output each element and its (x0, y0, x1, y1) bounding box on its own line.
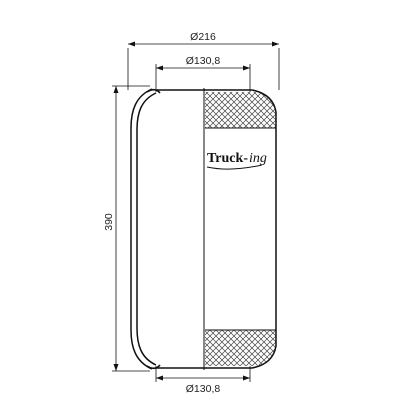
logo-swoosh (206, 164, 263, 170)
logo-text: Truck-ing (207, 151, 267, 166)
top-plate-diameter-dimension: Ø130,8 (155, 55, 251, 92)
arrowhead-left (156, 65, 163, 71)
bottom-plate-diameter-dimension: Ø130,8 (155, 366, 251, 395)
logo-main: Truck (207, 151, 244, 166)
truck-ing-logo: Truck-ing (206, 151, 267, 170)
arrowhead-top (113, 86, 119, 93)
arrowhead-right (272, 41, 279, 47)
logo-hyphen: - (243, 151, 248, 166)
top-knurl-band (205, 92, 276, 128)
top-plate-diameter-label: Ø130,8 (186, 55, 221, 67)
arrowhead-bottom (113, 364, 119, 371)
arrowhead-left (128, 41, 135, 47)
height-dimension: 390 (103, 85, 150, 372)
arrowhead-right (243, 65, 250, 71)
overall-diameter-label: Ø216 (190, 31, 216, 43)
arrowhead-left (156, 375, 163, 381)
bottom-knurl-band (205, 330, 276, 366)
logo-suffix: ing (249, 151, 267, 166)
outer-contour-right (251, 89, 277, 369)
outer-wall-line (130, 88, 153, 370)
inner-wall-line (136, 92, 157, 366)
arrowhead-right (243, 375, 250, 381)
bellows-exterior (203, 88, 277, 370)
bellows-cross-section (130, 88, 204, 370)
height-label: 390 (103, 213, 115, 231)
overall-diameter-dimension: Ø216 (127, 31, 280, 90)
bottom-plate-diameter-label: Ø130,8 (186, 383, 221, 395)
